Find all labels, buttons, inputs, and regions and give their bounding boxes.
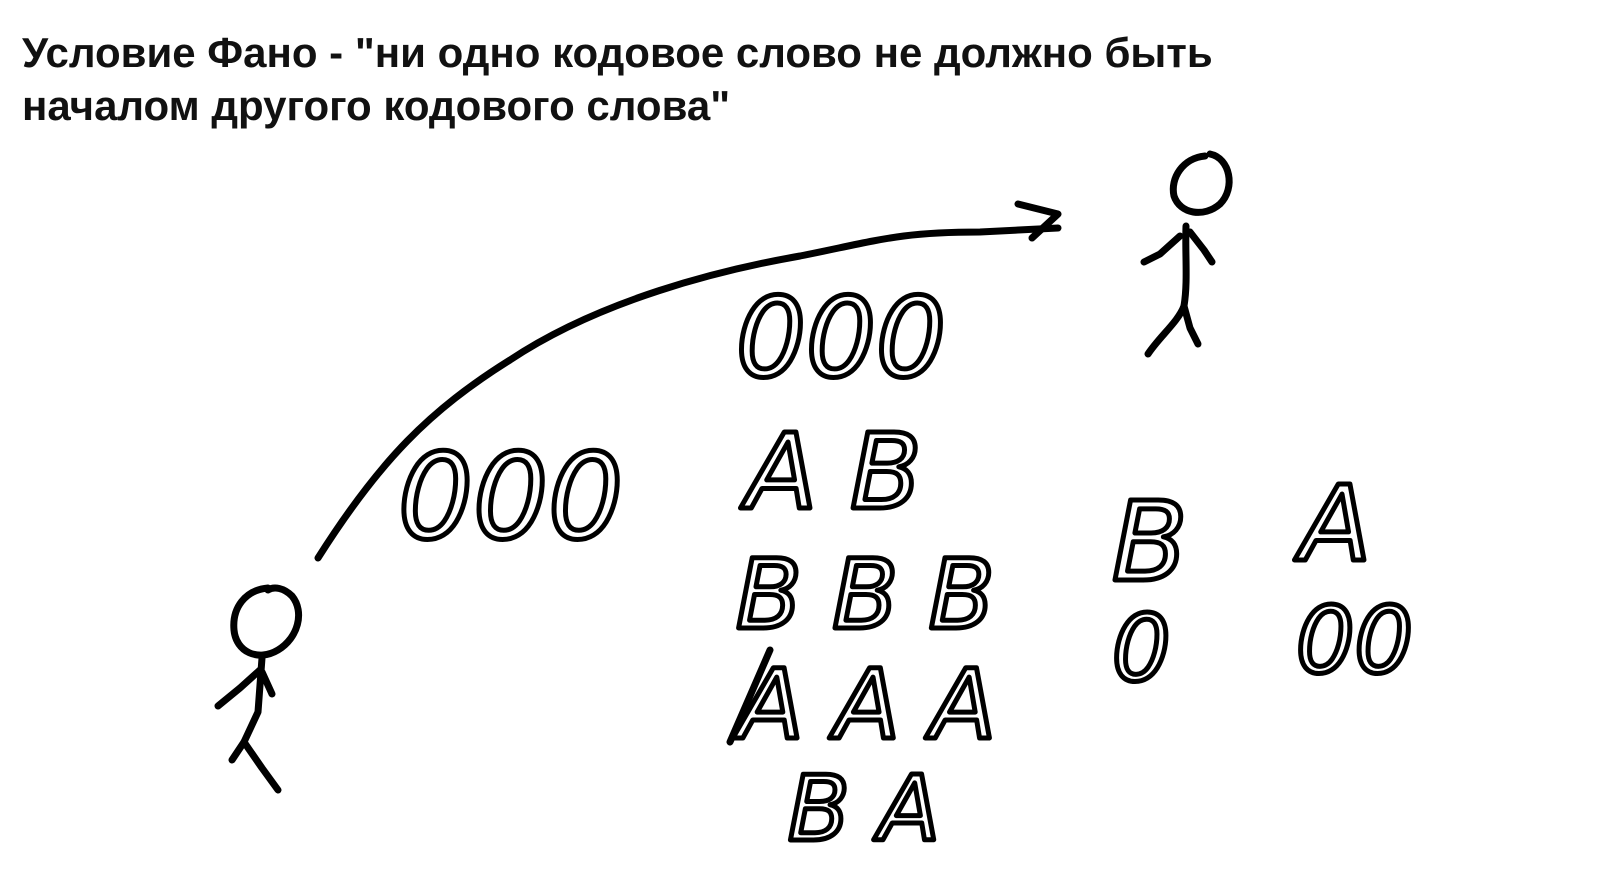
decoding-ba: B A: [788, 757, 940, 862]
code-b-bits: 0: [1112, 595, 1171, 702]
sent-bits-label: 000: [398, 428, 623, 566]
decoding-bbb: B B B: [736, 539, 995, 651]
code-a-letter: A: [1294, 463, 1371, 585]
code-b-letter: B: [1112, 478, 1187, 606]
receiver-stick-figure: [1140, 150, 1233, 358]
title-line-1: Условие Фано - "ни одно кодовое слово не…: [22, 29, 1213, 76]
sender-stick-figure: [214, 584, 303, 794]
decoding-ab: A B: [740, 411, 922, 533]
code-a-bits: 00: [1296, 587, 1413, 694]
slide-title: Условие Фано - "ни одно кодовое слово не…: [22, 26, 1582, 132]
strike-through-line: [726, 646, 774, 746]
transmission-arrow: [314, 200, 1062, 562]
decoding-aaa-crossed-out: A A A: [726, 646, 999, 764]
decoding-aaa: A A A: [732, 649, 996, 761]
title-line-2: началом другого кодового слова": [22, 82, 731, 129]
received-bits-label: 000: [736, 274, 946, 402]
